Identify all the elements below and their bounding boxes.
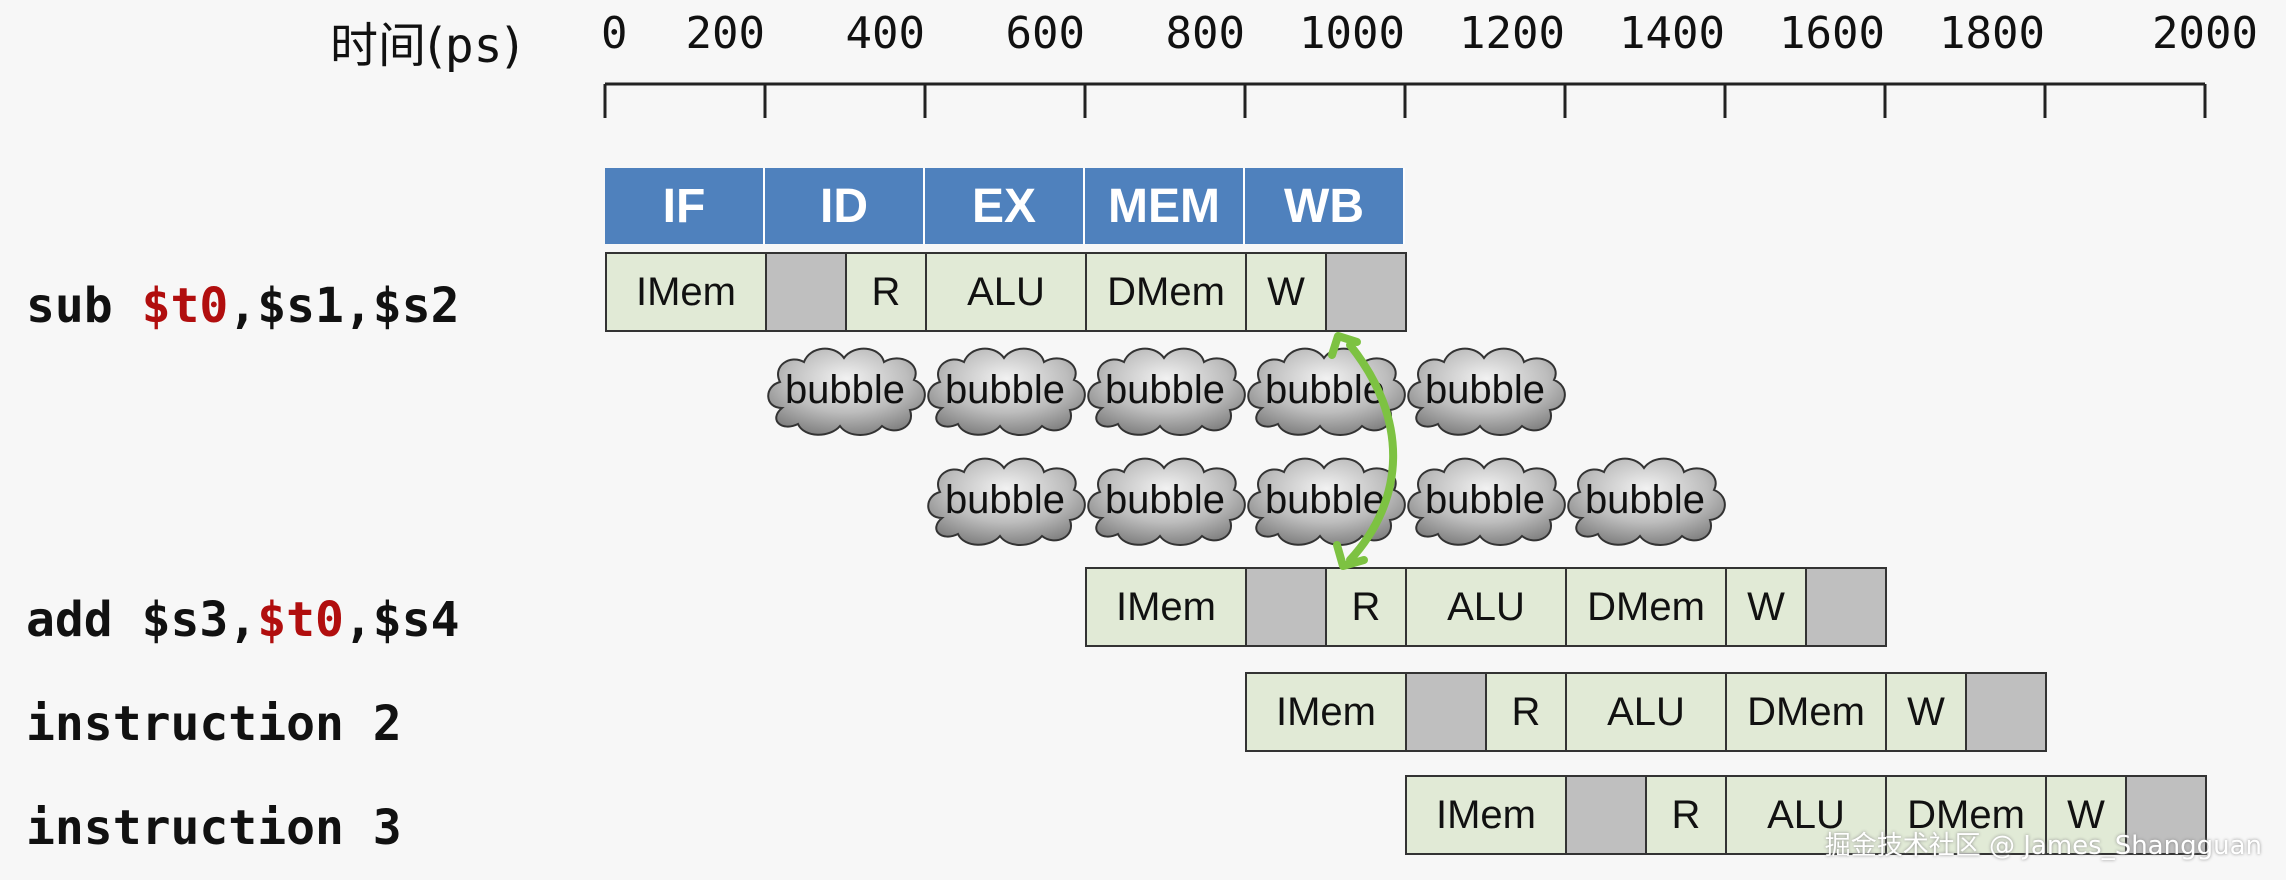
timeline: 时间(ps) 0 200 400 600 800 1000 1200 1400 1600 1800… <box>0 0 2286 130</box>
instruction-text: instruction 2 <box>26 696 402 752</box>
time-axis-title-cn: 时间 <box>330 18 427 74</box>
stage-cell-w: W <box>1885 672 1967 752</box>
hazard-register: $t0 <box>141 278 229 334</box>
time-tick-label: 200 <box>685 8 765 59</box>
cloud-icon <box>1407 347 1566 436</box>
stage-cell-idle <box>1405 672 1487 752</box>
instruction-label: instruction 2 <box>26 696 402 752</box>
instruction-label: add $s3,$t0,$s4 <box>26 592 459 648</box>
instruction-text: ,$s1,$s2 <box>228 278 460 334</box>
bubble-cloud: bubble <box>760 338 930 442</box>
cloud-icon <box>927 347 1086 436</box>
cloud-icon <box>767 347 926 436</box>
time-tick-label: 0 <box>601 8 628 59</box>
cloud-icon <box>1087 347 1246 436</box>
time-tick-label: 400 <box>845 8 925 59</box>
stage-cell-r: R <box>845 252 927 332</box>
bubble-label: bubble <box>1424 367 1546 412</box>
stage-header-wb: WB <box>1245 168 1405 244</box>
stage-cell-r: R <box>1325 567 1407 647</box>
stage-cell-idle <box>765 252 847 332</box>
bubble-label: bubble <box>1264 367 1386 412</box>
stage-cell-dmem: DMem <box>1725 672 1887 752</box>
bubble-cloud: bubble <box>920 338 1090 442</box>
time-tick-label: 1600 <box>1779 8 1885 59</box>
time-axis-title-paren-close: ) <box>502 18 522 74</box>
cloud-icon <box>1567 457 1726 546</box>
bubble-label: bubble <box>1424 477 1546 522</box>
bubble-label: bubble <box>1104 477 1226 522</box>
time-axis-title: 时间(ps) <box>330 6 521 76</box>
stage-cell-dmem: DMem <box>1885 775 2047 855</box>
bubble-label: bubble <box>1104 367 1226 412</box>
stage-cell-imem: IMem <box>1405 775 1567 855</box>
instruction-label: sub $t0,$s1,$s2 <box>26 278 459 334</box>
time-axis <box>603 82 2207 118</box>
time-tick-label: 600 <box>1005 8 1085 59</box>
stage-cell-r: R <box>1645 775 1727 855</box>
stage-cell-idle <box>1805 567 1887 647</box>
watermark: 掘金技术社区 @ James_Shangguan <box>1824 831 2262 861</box>
hazard-register: $t0 <box>257 592 344 648</box>
stage-cell-dmem: DMem <box>1085 252 1247 332</box>
time-tick-label: 1000 <box>1299 8 1405 59</box>
stage-cell-idle <box>1325 252 1407 332</box>
stage-cell-idle <box>2125 775 2207 855</box>
time-axis-unit: ps <box>444 18 503 74</box>
time-tick-label: 1400 <box>1619 8 1725 59</box>
cloud-icon <box>927 457 1086 546</box>
stage-cell-idle <box>1565 775 1647 855</box>
bubble-cloud: bubble <box>1080 338 1250 442</box>
stage-cell-w: W <box>1725 567 1807 647</box>
stage-cell-imem: IMem <box>605 252 767 332</box>
stage-cell-r: R <box>1485 672 1567 752</box>
time-tick-label: 2000 <box>2152 8 2258 59</box>
stage-header-mem: MEM <box>1085 168 1245 244</box>
stage-cell-imem: IMem <box>1245 672 1407 752</box>
bubble-label: bubble <box>944 367 1066 412</box>
stage-cell-dmem: DMem <box>1565 567 1727 647</box>
bubble-cloud: bubble <box>1560 448 1730 552</box>
instruction-label: instruction 3 <box>26 800 402 856</box>
bubble-cloud: bubble <box>1240 448 1410 552</box>
instruction-text: ,$s4 <box>343 592 460 648</box>
time-tick-label: 1200 <box>1459 8 1565 59</box>
stage-cell-alu: ALU <box>925 252 1087 332</box>
time-tick-label: 1800 <box>1939 8 2045 59</box>
bubble-cloud: bubble <box>1400 448 1570 552</box>
bubble-label: bubble <box>784 367 906 412</box>
stage-header-ex: EX <box>925 168 1085 244</box>
bubble-cloud: bubble <box>1080 448 1250 552</box>
instruction-text: instruction 3 <box>26 800 402 856</box>
stage-cell-alu: ALU <box>1565 672 1727 752</box>
cloud-icon <box>1407 457 1566 546</box>
bubble-cloud: bubble <box>1240 338 1410 442</box>
bubble-label: bubble <box>944 477 1066 522</box>
stage-cell-imem: IMem <box>1085 567 1247 647</box>
bubble-label: bubble <box>1264 477 1386 522</box>
stage-cell-idle <box>1965 672 2047 752</box>
stage-cell-w: W <box>1245 252 1327 332</box>
bubble-cloud: bubble <box>920 448 1090 552</box>
stage-header-id: ID <box>765 168 925 244</box>
stage-cell-alu: ALU <box>1405 567 1567 647</box>
bubble-label: bubble <box>1584 477 1706 522</box>
bubble-cloud: bubble <box>1400 338 1570 442</box>
stage-cell-idle <box>1245 567 1327 647</box>
cloud-icon <box>1087 457 1246 546</box>
instruction-text: add $s3, <box>26 592 258 648</box>
stage-header-if: IF <box>605 168 765 244</box>
instruction-text: sub <box>26 278 142 334</box>
time-tick-label: 800 <box>1165 8 1245 59</box>
time-axis-title-paren-open: ( <box>426 18 445 74</box>
stage-cell-w: W <box>2045 775 2127 855</box>
